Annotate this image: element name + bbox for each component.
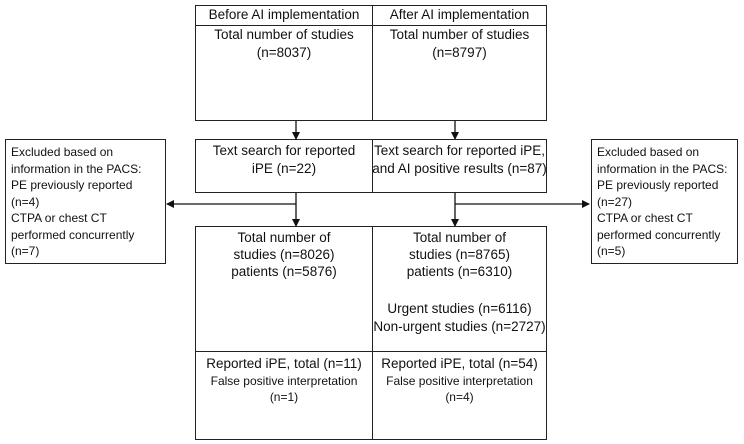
after-header: After AI implementation	[389, 7, 530, 22]
after-final-line1: Total number of	[412, 230, 507, 245]
after-final-line3: patients (n=6310)	[406, 264, 513, 279]
excluded-right-line-4: (n=27)	[597, 194, 633, 209]
excluded-left-line-2: information in the PACS:	[11, 161, 142, 176]
after-reported-line1: Reported iPE, total (n=54)	[381, 356, 538, 371]
excluded-left-line-1: Excluded based on	[11, 145, 114, 159]
before-final-box	[195, 226, 373, 352]
after-search-line1: Text search for reported iPE,	[373, 143, 546, 158]
excluded-right-line-5: CTPA or chest CT	[597, 211, 693, 225]
before-final-line2: studies (n=8026)	[233, 247, 335, 262]
before-search-box	[195, 139, 373, 193]
excluded-left-line-5: CTPA or chest CT	[11, 211, 107, 225]
before-reported-line1: Reported iPE, total (n=11)	[206, 356, 362, 371]
excluded-right-line-6: performed concurrently	[597, 227, 721, 242]
excluded-right-line-7: (n=5)	[597, 244, 626, 258]
before-total-count: (n=8037)	[256, 45, 312, 60]
after-search-box	[372, 139, 547, 193]
before-final-line3: patients (n=5876)	[231, 264, 337, 279]
after-urgent-studies: Urgent studies (n=6116)	[387, 301, 532, 316]
after-reported-line3: (n=4)	[445, 390, 474, 404]
excluded-left-line-7: (n=7)	[11, 244, 40, 258]
before-total-box	[195, 25, 373, 121]
after-non-urgent-studies: Non-urgent studies (n=2727)	[373, 319, 546, 334]
excluded-right-line-2: information in the PACS:	[597, 161, 728, 176]
after-final-line2: studies (n=8765)	[409, 247, 510, 262]
after-search-line2: and AI positive results (n=87)	[372, 161, 547, 176]
before-search-line2: iPE (n=22)	[251, 161, 317, 176]
after-total-count: (n=8797)	[432, 45, 487, 60]
excluded-left-line-4: (n=4)	[11, 194, 40, 209]
before-total-title: Total number of studies	[214, 27, 354, 42]
after-reported-line2: False positive interpretation	[386, 374, 533, 388]
after-reported-box	[372, 351, 547, 440]
after-total-title: Total number of studies	[389, 27, 530, 42]
excluded-right-box	[591, 139, 738, 264]
before-final-line1: Total number of	[237, 230, 331, 245]
excluded-right-line-3: PE previously reported	[597, 178, 719, 192]
before-reported-line2: False positive interpretation	[210, 374, 358, 388]
after-total-box	[372, 25, 547, 121]
before-reported-box	[195, 351, 373, 440]
excluded-left-line-3: PE previously reported	[11, 178, 133, 192]
before-search-line1: Text search for reported	[212, 143, 356, 158]
after-final-box	[372, 226, 547, 352]
excluded-right-line-1: Excluded based on	[597, 145, 700, 159]
before-header: Before AI implementation	[208, 7, 360, 22]
excluded-left-line-6: performed concurrently	[11, 227, 135, 242]
excluded-left-box	[5, 139, 166, 264]
before-reported-line3: (n=1)	[269, 390, 299, 404]
